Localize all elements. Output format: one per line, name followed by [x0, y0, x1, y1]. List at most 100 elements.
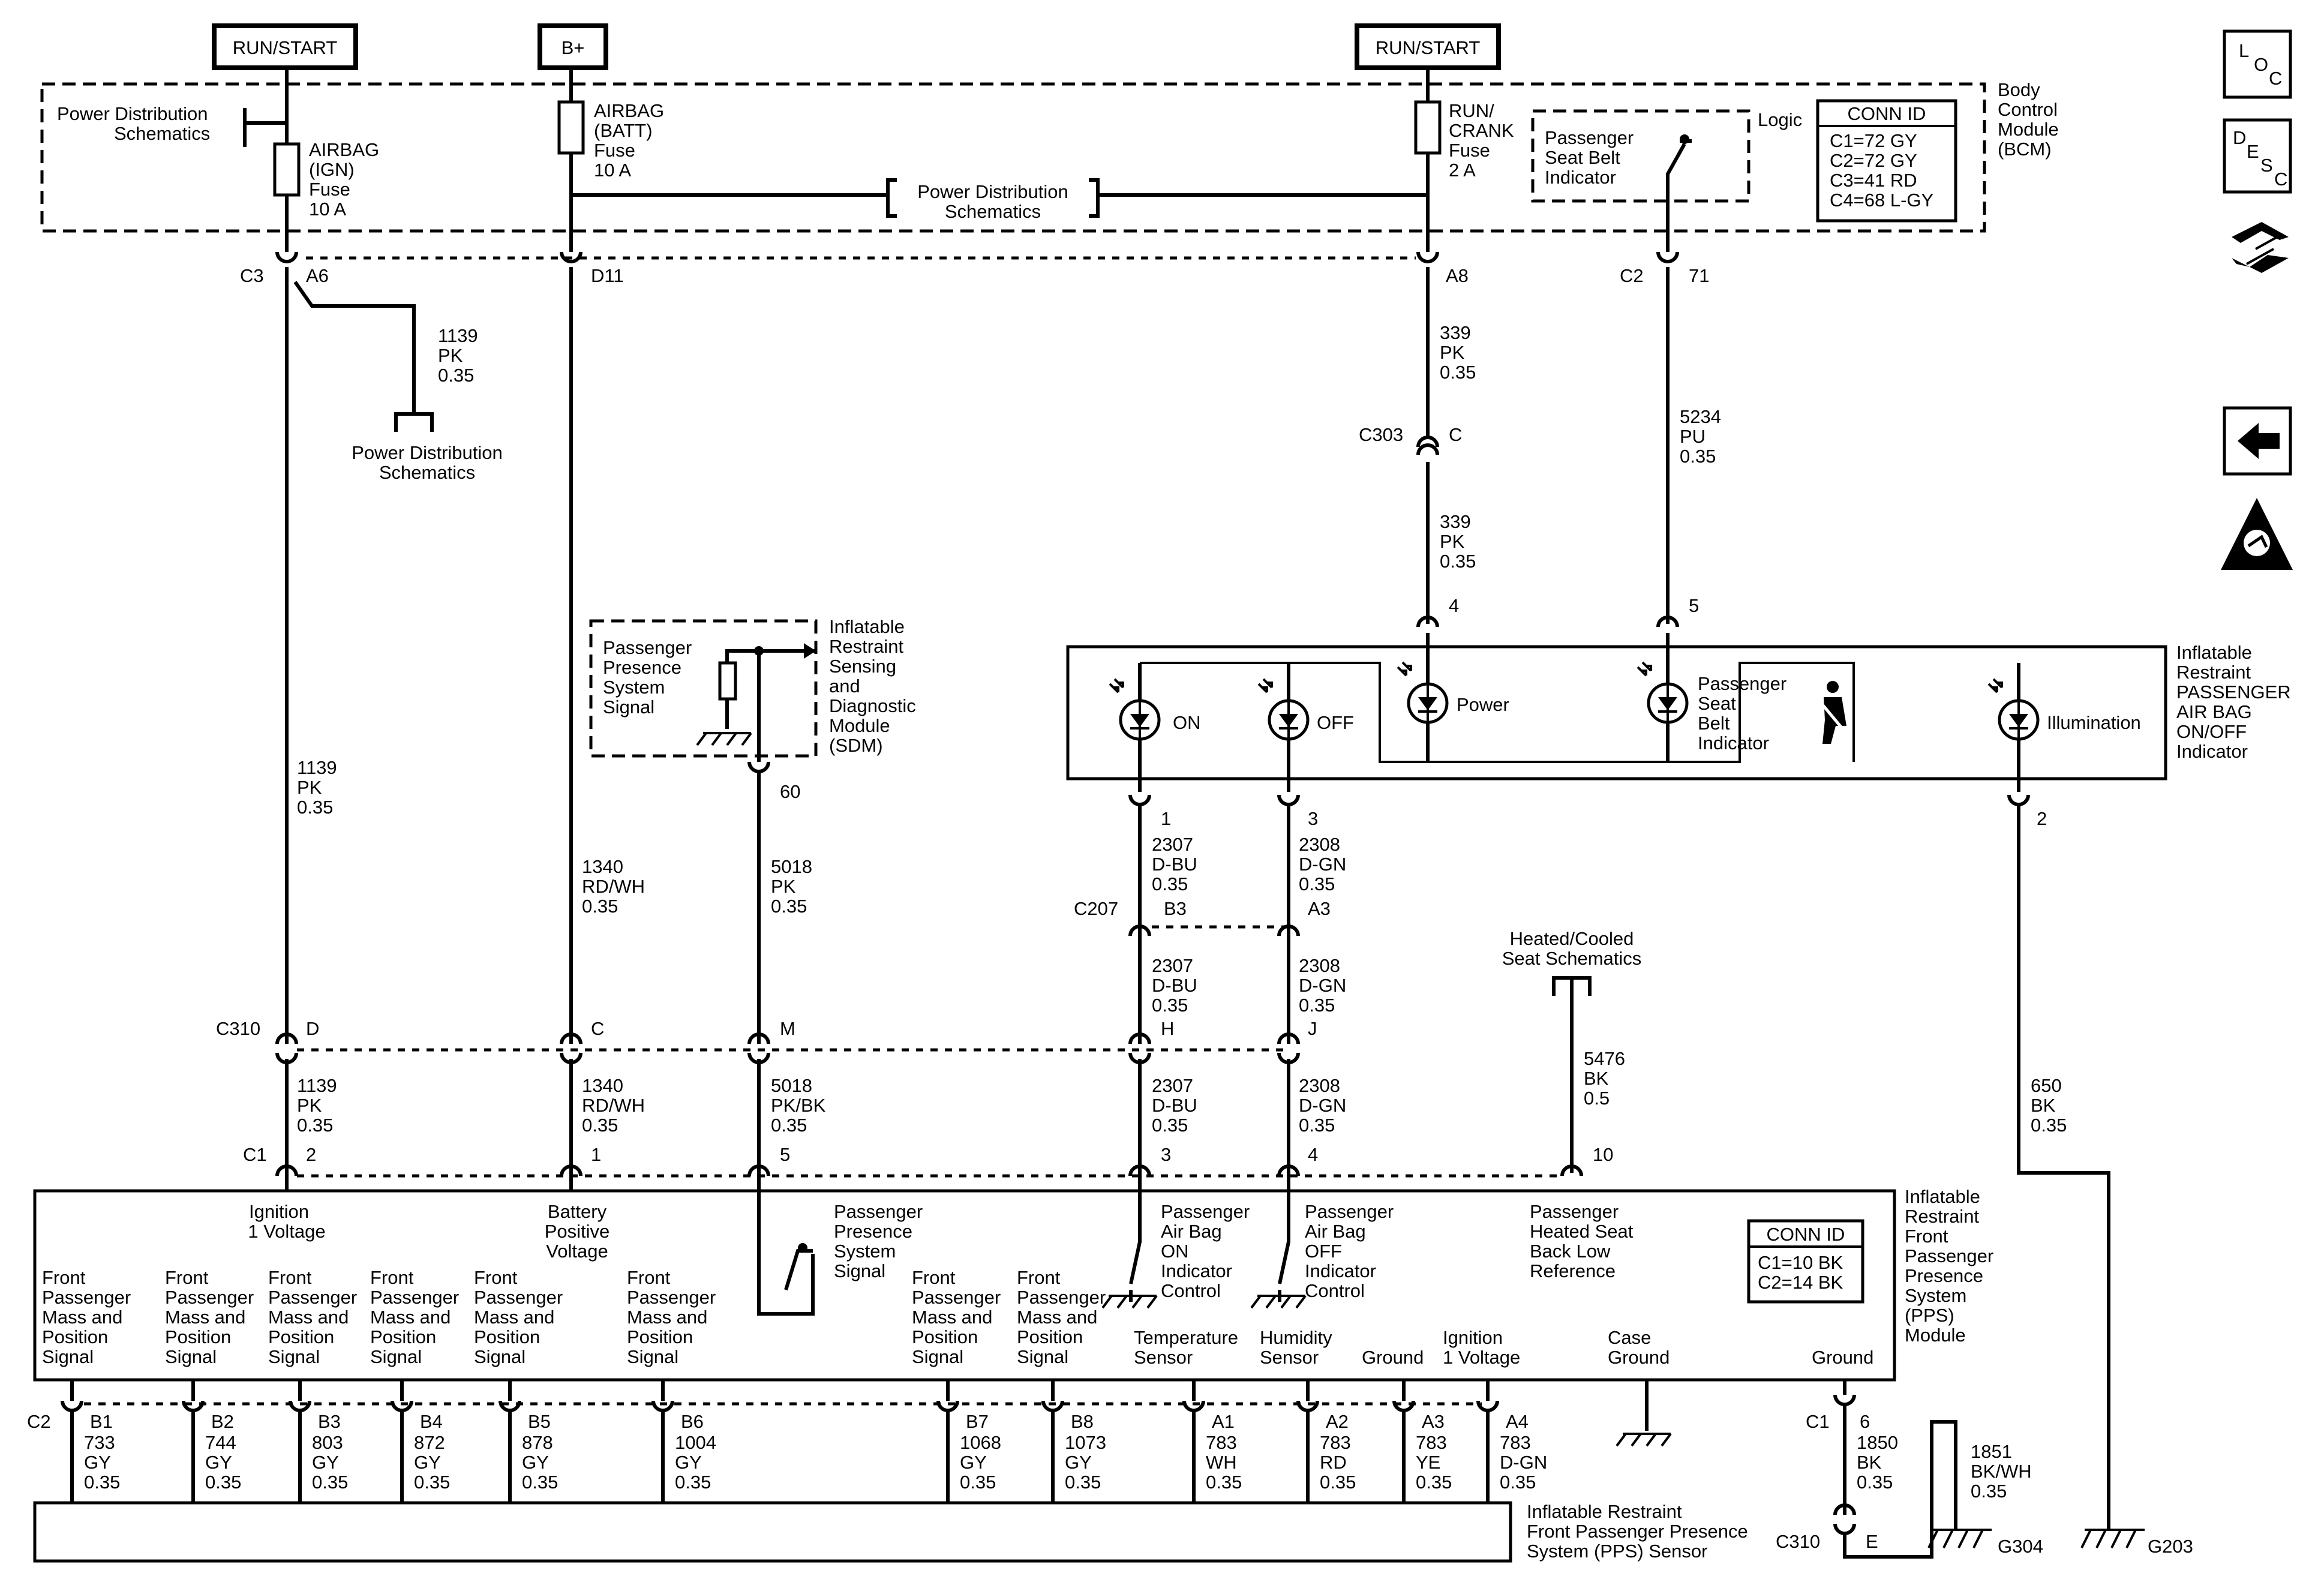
mass-signal-text: Mass and — [370, 1307, 451, 1328]
svg-text:B3: B3 — [1164, 898, 1187, 919]
pin-connector — [1182, 1400, 1205, 1412]
pin-wire-label: RD — [1320, 1452, 1347, 1473]
svg-text:2308: 2308 — [1299, 955, 1340, 976]
svg-text:10 A: 10 A — [309, 199, 346, 220]
svg-text:C207: C207 — [1074, 898, 1118, 919]
svg-text:Diagnostic: Diagnostic — [829, 695, 916, 716]
svg-text:D-GN: D-GN — [1299, 975, 1346, 996]
svg-text:C303: C303 — [1359, 424, 1403, 445]
connector-view-icon[interactable] — [2232, 222, 2289, 273]
svg-text:C2: C2 — [1620, 265, 1644, 286]
warning-icon[interactable] — [2221, 498, 2293, 570]
svg-text:0.35: 0.35 — [1152, 873, 1188, 894]
svg-text:3: 3 — [1161, 1144, 1171, 1165]
pin-label: B2 — [211, 1411, 234, 1432]
svg-text:CRANK: CRANK — [1449, 120, 1514, 141]
svg-text:Seat Belt: Seat Belt — [1545, 147, 1620, 168]
svg-text:2: 2 — [2037, 808, 2047, 829]
svg-text:RUN/START: RUN/START — [233, 37, 338, 58]
svg-text:1139: 1139 — [297, 1075, 337, 1096]
svg-text:PK: PK — [771, 876, 796, 897]
svg-text:Control: Control — [1305, 1280, 1365, 1301]
mass-signal-text: Mass and — [627, 1307, 707, 1328]
svg-text:M: M — [780, 1018, 795, 1039]
pin-wire-label: 0.35 — [960, 1472, 996, 1493]
svg-text:Back Low: Back Low — [1530, 1241, 1611, 1262]
svg-text:System: System — [1905, 1285, 1966, 1306]
back-arrow-button[interactable] — [2223, 406, 2292, 476]
bcm-name: Body Control Module (BCM) — [1998, 79, 2059, 160]
svg-text:Humidity: Humidity — [1260, 1327, 1332, 1348]
bcm-boundary — [40, 82, 1986, 233]
mass-signal-text: Signal — [474, 1346, 526, 1367]
pin-label: B4 — [420, 1411, 443, 1432]
svg-text:PK: PK — [297, 1095, 322, 1116]
svg-text:CONN ID: CONN ID — [1848, 103, 1926, 124]
svg-text:Ground: Ground — [1812, 1347, 1873, 1368]
svg-text:C1: C1 — [1806, 1411, 1830, 1432]
svg-text:ON: ON — [1161, 1241, 1189, 1262]
svg-text:5234: 5234 — [1680, 406, 1721, 427]
pin-label: B7 — [966, 1411, 989, 1432]
svg-text:G304: G304 — [1998, 1536, 2043, 1557]
svg-text:Passenger: Passenger — [1905, 1245, 1993, 1266]
svg-text:D-GN: D-GN — [1299, 1095, 1346, 1116]
sdm-signal-label: Passenger Presence System Signal — [603, 637, 692, 718]
svg-text:C310: C310 — [216, 1018, 260, 1039]
loc-button[interactable]: L O C — [2223, 29, 2292, 99]
desc-button[interactable]: D E S C — [2223, 118, 2292, 194]
svg-text:Indicator: Indicator — [1161, 1260, 1232, 1281]
pin-label: B5 — [528, 1411, 551, 1432]
svg-text:5: 5 — [1689, 595, 1699, 616]
svg-text:Sensor: Sensor — [1134, 1347, 1193, 1368]
svg-text:BK: BK — [1857, 1452, 1882, 1473]
svg-text:3: 3 — [1308, 808, 1318, 829]
mass-signal-text: Mass and — [474, 1307, 554, 1328]
pin-wire-label: GY — [312, 1452, 339, 1473]
pin-connector — [391, 1400, 413, 1412]
svg-text:0.35: 0.35 — [2031, 1115, 2067, 1136]
svg-text:0.35: 0.35 — [771, 896, 807, 917]
mass-signal-text: Front — [165, 1267, 209, 1288]
svg-text:System: System — [603, 677, 665, 698]
pps-sensor — [33, 1501, 1512, 1563]
pps-airbag-off-label: Passenger Air Bag OFF Indicator Control — [1305, 1201, 1394, 1301]
pps-conn-id: CONN ID C1=10 BK C2=14 BK — [1747, 1219, 1864, 1304]
svg-text:339: 339 — [1440, 511, 1471, 532]
svg-text:Schematics: Schematics — [945, 201, 1041, 222]
pps-module-name: Inflatable Restraint Front Passenger Pre… — [1905, 1186, 1993, 1346]
pin-label: A1 — [1212, 1411, 1235, 1432]
svg-text:Power Distribution: Power Distribution — [917, 181, 1068, 202]
pin-wire-label: 0.35 — [1500, 1472, 1536, 1493]
wire-650 — [2017, 804, 2110, 1530]
svg-text:Restraint: Restraint — [2176, 662, 2251, 683]
wire-5476 — [1552, 976, 1592, 1173]
svg-text:D-BU: D-BU — [1152, 854, 1197, 875]
svg-text:0.35: 0.35 — [297, 1115, 333, 1136]
pin-connector — [61, 1400, 83, 1412]
pin-label: B8 — [1071, 1411, 1094, 1432]
svg-text:0.35: 0.35 — [1680, 446, 1716, 467]
svg-text:BK: BK — [2031, 1095, 2056, 1116]
ground-g304 — [1927, 1529, 1992, 1548]
svg-text:RD/WH: RD/WH — [582, 876, 645, 897]
svg-text:and: and — [829, 676, 860, 697]
svg-text:1 Voltage: 1 Voltage — [248, 1221, 325, 1242]
svg-text:1139: 1139 — [297, 757, 337, 778]
mass-signal-text: Front — [268, 1267, 312, 1288]
pps-heated-seat-label: Passenger Heated Seat Back Low Reference — [1530, 1201, 1634, 1281]
svg-text:Restraint: Restraint — [829, 636, 903, 657]
svg-text:71: 71 — [1689, 265, 1709, 286]
svg-text:Reference: Reference — [1530, 1260, 1616, 1281]
mass-signal-text: Position — [165, 1326, 231, 1347]
pin-connector — [1041, 1400, 1064, 1412]
sdm-boundary — [589, 619, 818, 758]
svg-text:Passenger: Passenger — [1545, 127, 1634, 148]
seat-belt-label: Passenger Seat Belt Indicator — [1698, 673, 1786, 754]
pin-connector — [1392, 1400, 1415, 1412]
svg-text:5476: 5476 — [1584, 1048, 1625, 1069]
mass-signal-text: Mass and — [1017, 1307, 1097, 1328]
pin-connector — [499, 1400, 521, 1412]
svg-text:CONN ID: CONN ID — [1767, 1224, 1845, 1245]
svg-text:Restraint: Restraint — [1905, 1206, 1979, 1227]
